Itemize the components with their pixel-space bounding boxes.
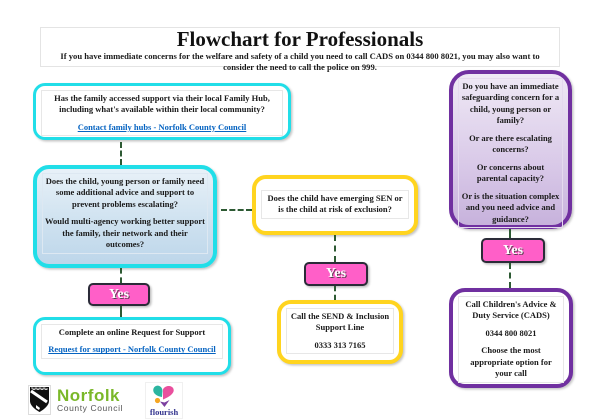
family-hub-content: Has the family accessed support via thei… xyxy=(41,90,283,137)
sen-question: Does the child have emerging SEN or is t… xyxy=(267,193,403,215)
safeguarding-question4: Or is the situation complex and you need… xyxy=(461,190,560,224)
connector-yes-to-sendline xyxy=(334,286,336,300)
norfolk-logo-name: Norfolk xyxy=(57,385,120,405)
connector-familyhub-to-support xyxy=(120,142,122,165)
connector-support-to-sen xyxy=(221,209,252,211)
send-line-phone: 0333 313 7165 xyxy=(314,339,366,350)
connector-sen-to-yes xyxy=(334,235,336,262)
request-support-box: Complete an online Request for Support R… xyxy=(33,317,231,375)
send-line-text: Call the SEND & Inclusion Support Line xyxy=(290,311,390,333)
flourish-logo: flourish xyxy=(145,382,184,419)
send-line-box: Call the SEND & Inclusion Support Line 0… xyxy=(277,300,403,364)
norfolk-shield-icon xyxy=(28,385,51,415)
additional-support-question2: Would multi-agency working better suppor… xyxy=(45,216,205,250)
sen-question-content: Does the child have emerging SEN or is t… xyxy=(261,190,409,219)
cads-box: Call Children's Advice & Duty Service (C… xyxy=(449,288,573,388)
family-hub-question: Has the family accessed support via thei… xyxy=(54,93,270,115)
cads-option-text: Choose the most appropriate option for y… xyxy=(470,345,552,379)
connector-yes-to-cads xyxy=(509,263,511,288)
safeguarding-question2: Or are there escalating concerns? xyxy=(469,132,552,155)
footer-logos: Norfolk County Council flourish xyxy=(28,382,184,419)
additional-support-content: Does the child, young person or family n… xyxy=(42,173,208,254)
page-subtitle: If you have immediate concerns for the w… xyxy=(60,51,540,72)
cads-text: Call Children's Advice & Duty Service (C… xyxy=(465,299,557,321)
request-support-content: Complete an online Request for Support R… xyxy=(41,324,223,359)
request-support-link[interactable]: Request for support - Norfolk County Cou… xyxy=(48,344,216,355)
connector-yes-to-request xyxy=(120,306,122,317)
safeguarding-question3: Or concerns about parental capacity? xyxy=(476,161,545,184)
cads-phone: 0344 800 8021 xyxy=(485,327,537,338)
safeguarding-box: Do you have an immediate safeguarding co… xyxy=(449,70,572,229)
additional-support-box: Does the child, young person or family n… xyxy=(33,165,217,268)
header: Flowchart for Professionals If you have … xyxy=(40,27,560,72)
page-title: Flowchart for Professionals xyxy=(176,27,424,51)
yes-button-middle[interactable]: Yes xyxy=(304,262,368,286)
send-line-content: Call the SEND & Inclusion Support Line 0… xyxy=(286,308,394,355)
flourish-heart-icon xyxy=(153,385,174,407)
flourish-logo-text: flourish xyxy=(149,407,179,417)
cads-content: Call Children's Advice & Duty Service (C… xyxy=(458,296,564,383)
safeguarding-question1: Do you have an immediate safeguarding co… xyxy=(461,81,560,126)
connector-safeguarding-to-yes xyxy=(509,229,511,238)
request-support-text: Complete an online Request for Support xyxy=(58,327,206,337)
additional-support-question1: Does the child, young person or family n… xyxy=(45,176,205,209)
yes-button-right[interactable]: Yes xyxy=(481,238,545,263)
norfolk-logo-subtitle: County Council xyxy=(57,402,124,413)
sen-question-box: Does the child have emerging SEN or is t… xyxy=(252,175,418,235)
safeguarding-content: Do you have an immediate safeguarding co… xyxy=(458,78,563,229)
family-hubs-link[interactable]: Contact family hubs - Norfolk County Cou… xyxy=(77,121,247,132)
connector-support-to-yes xyxy=(120,268,122,283)
norfolk-logo: Norfolk County Council xyxy=(57,385,124,413)
family-hub-box: Has the family accessed support via thei… xyxy=(33,83,291,140)
yes-button-left[interactable]: Yes xyxy=(88,283,150,306)
